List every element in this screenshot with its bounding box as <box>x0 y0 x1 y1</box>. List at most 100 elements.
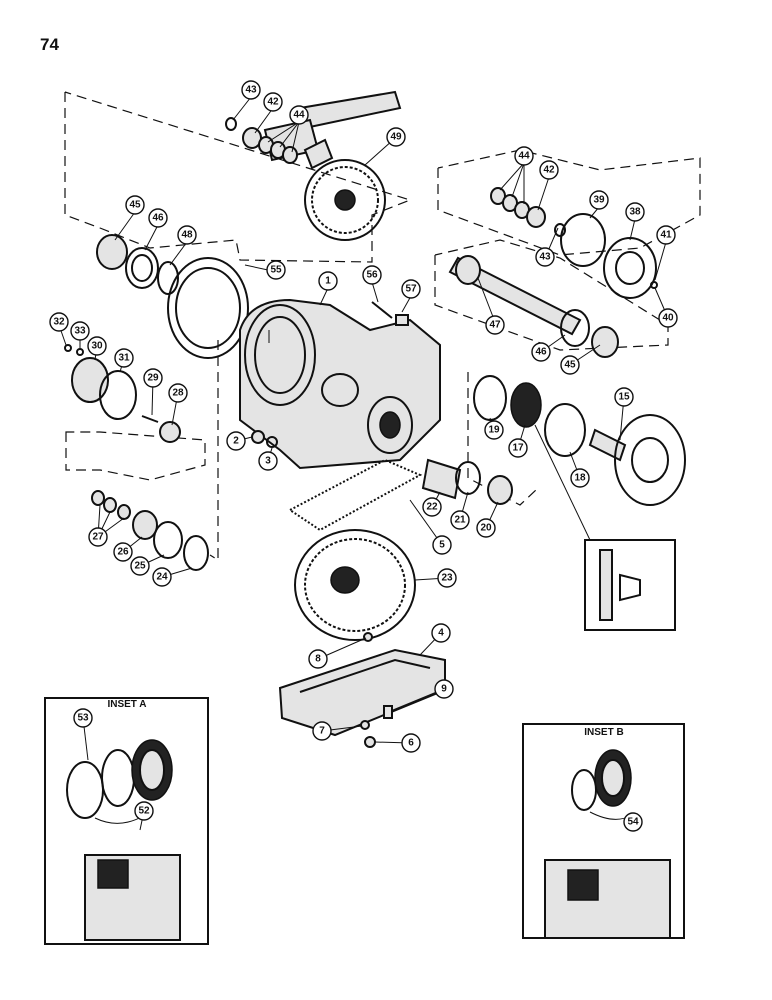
callout-21: 21 <box>450 510 470 530</box>
group-outline-right-top <box>437 149 701 256</box>
svg-text:53: 53 <box>77 713 89 724</box>
svg-text:49: 49 <box>390 132 402 143</box>
callout-24: 24 <box>152 567 172 587</box>
callout-4: 4 <box>431 623 451 643</box>
callout-29: 29 <box>143 368 163 388</box>
callout-46-right: 46 <box>531 342 551 362</box>
svg-text:30: 30 <box>91 341 103 352</box>
svg-text:27: 27 <box>92 532 104 543</box>
callout-57: 57 <box>401 279 421 299</box>
seal-detail-box <box>584 539 676 631</box>
callout-25: 25 <box>130 556 150 576</box>
callout-43-right: 43 <box>535 247 555 267</box>
svg-text:40: 40 <box>662 313 674 324</box>
svg-text:28: 28 <box>172 388 184 399</box>
callout-33: 33 <box>70 321 90 341</box>
svg-text:1: 1 <box>325 276 331 287</box>
group-outline-right-shaft <box>434 239 669 351</box>
callout-32: 32 <box>49 312 69 332</box>
svg-text:56: 56 <box>366 270 378 281</box>
svg-text:26: 26 <box>117 547 129 558</box>
callout-15: 15 <box>614 387 634 407</box>
svg-text:6: 6 <box>408 738 414 749</box>
svg-text:3: 3 <box>265 456 271 467</box>
callout-55: 55 <box>266 260 286 280</box>
callout-6: 6 <box>401 733 421 753</box>
svg-text:18: 18 <box>574 473 586 484</box>
callout-20: 20 <box>476 518 496 538</box>
callout-9: 9 <box>434 679 454 699</box>
svg-text:31: 31 <box>118 353 130 364</box>
svg-text:7: 7 <box>319 726 325 737</box>
svg-text:41: 41 <box>660 230 672 241</box>
svg-text:44: 44 <box>293 110 305 121</box>
svg-text:20: 20 <box>480 523 492 534</box>
callout-52: 52 <box>134 801 154 821</box>
svg-text:22: 22 <box>426 502 438 513</box>
callout-43-top: 43 <box>241 80 261 100</box>
callout-47: 47 <box>485 315 505 335</box>
inset-a <box>44 697 209 945</box>
callout-44-right: 44 <box>514 146 534 166</box>
callout-19: 19 <box>484 420 504 440</box>
inset-a-title: INSET A <box>107 699 146 710</box>
callout-49: 49 <box>386 127 406 147</box>
callout-45-right: 45 <box>560 355 580 375</box>
callout-1: 1 <box>318 271 338 291</box>
bull-gear <box>294 529 416 641</box>
svg-text:5: 5 <box>439 540 445 551</box>
svg-text:54: 54 <box>627 817 639 828</box>
svg-text:19: 19 <box>488 425 500 436</box>
gasket <box>288 458 423 532</box>
svg-text:38: 38 <box>629 207 641 218</box>
svg-text:42: 42 <box>543 165 555 176</box>
bearing-group-left <box>96 234 249 359</box>
axle-shaft <box>448 255 619 358</box>
callout-30: 30 <box>87 336 107 356</box>
svg-text:45: 45 <box>564 360 576 371</box>
callout-5: 5 <box>432 535 452 555</box>
callout-27: 27 <box>88 527 108 547</box>
callout-22: 22 <box>422 497 442 517</box>
callout-48: 48 <box>177 225 197 245</box>
pinion-gear-assembly <box>263 90 402 241</box>
callout-45-left: 45 <box>125 195 145 215</box>
callout-8: 8 <box>308 649 328 669</box>
callout-26: 26 <box>113 542 133 562</box>
svg-text:8: 8 <box>315 654 321 665</box>
svg-text:24: 24 <box>156 572 168 583</box>
group-outline-left-bottom <box>65 431 206 481</box>
callout-42-top: 42 <box>263 92 283 112</box>
callout-17: 17 <box>508 438 528 458</box>
callout-23: 23 <box>437 568 457 588</box>
svg-text:2: 2 <box>233 436 239 447</box>
svg-text:21: 21 <box>454 515 466 526</box>
svg-text:9: 9 <box>441 684 447 695</box>
svg-text:43: 43 <box>539 252 551 263</box>
group-outline-left-mid <box>209 340 219 562</box>
svg-text:33: 33 <box>74 326 86 337</box>
callout-42-right: 42 <box>539 160 559 180</box>
svg-text:48: 48 <box>181 230 193 241</box>
callout-31: 31 <box>114 348 134 368</box>
svg-text:52: 52 <box>138 806 150 817</box>
svg-text:4: 4 <box>438 628 444 639</box>
callout-39: 39 <box>589 190 609 210</box>
bearing-parts-top-left <box>225 117 298 164</box>
page-number: 74 <box>40 35 59 54</box>
svg-text:17: 17 <box>512 443 524 454</box>
inset-b <box>522 723 685 939</box>
detail-leader-line <box>534 424 591 541</box>
callout-28: 28 <box>168 383 188 403</box>
inset-b-title: INSET B <box>584 727 623 738</box>
callout-56: 56 <box>362 265 382 285</box>
bearing-group-left-bottom <box>64 344 209 571</box>
svg-text:46: 46 <box>152 213 164 224</box>
svg-text:23: 23 <box>441 573 453 584</box>
svg-text:55: 55 <box>270 265 282 276</box>
svg-text:25: 25 <box>134 561 146 572</box>
callout-3: 3 <box>258 451 278 471</box>
svg-text:39: 39 <box>593 195 605 206</box>
callout-38: 38 <box>625 202 645 222</box>
